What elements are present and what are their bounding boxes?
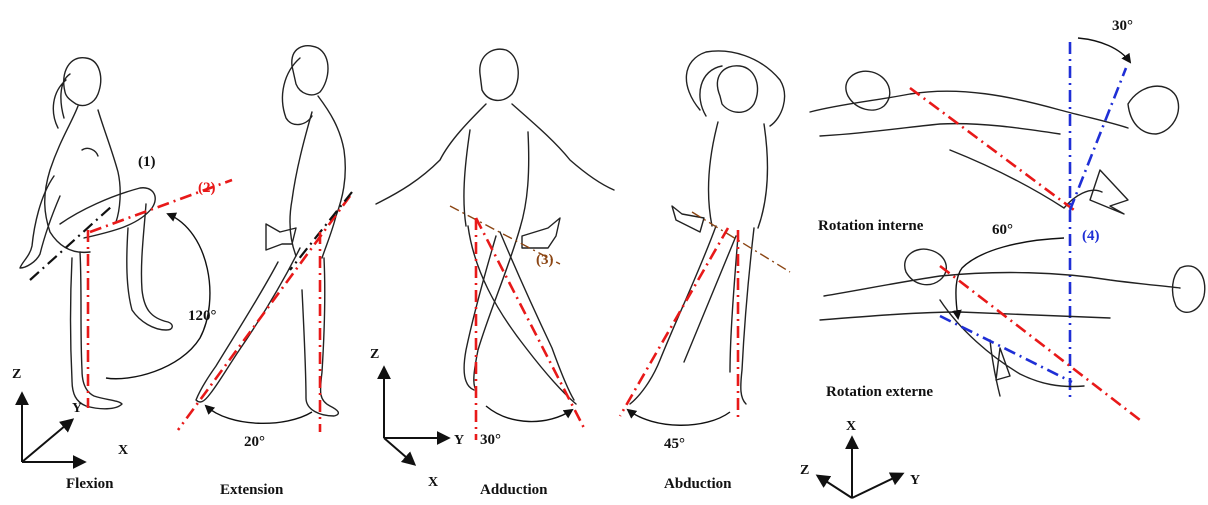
rotation-interne-caption: Rotation interne [818,218,924,234]
axis-frame-2-z: Z [370,347,379,362]
flexion-caption: Flexion [66,476,114,492]
adduction-angle: 30° [480,432,501,448]
flexion-marker-1: (1) [138,154,156,170]
rotation-externe-angle-arc [956,238,1064,318]
abduction-caption: Abduction [664,476,732,492]
rotation-externe-angle: 60° [992,222,1013,238]
flexion-figure [20,58,172,409]
adduction-leg-axis [476,218,584,428]
abduction-panel: 45° Abduction [620,51,790,492]
axis-frame-3-z: Z [800,463,809,478]
flexion-marker-2: (2) [198,180,216,196]
axis-frame-3-x: X [846,419,856,434]
axis-frame-2-x: X [428,475,438,490]
abduction-plane-line [692,212,790,272]
axis-frame-2: Z Y X [370,347,464,490]
extension-figure [196,46,345,416]
extension-caption: Extension [220,482,284,498]
rotation-externe-caption: Rotation externe [826,384,933,400]
abduction-figure [630,51,785,404]
rotation-interne-axis [910,88,1074,210]
rotation-externe-axis [940,266,1140,420]
rotation-marker-4: (4) [1082,228,1100,244]
axis-frame-3-y: Y [910,473,920,488]
axis-frame-3: X Z Y [800,419,920,498]
axis-frame-1-x: X [118,443,128,458]
rotation-interne-figure [810,71,1179,214]
rotation-panel: 30° (4) Rotation interne 60° Rotation ex… [810,18,1205,420]
adduction-marker-3: (3) [536,252,554,268]
extension-angle-arc [206,406,312,423]
abduction-angle: 45° [664,436,685,452]
flexion-panel: 120° (1) (2) Flexion [20,58,232,492]
axis-frame-1-y: Y [72,401,82,416]
adduction-figure [376,49,614,404]
extension-angle: 20° [244,434,265,450]
axis-frame-2-y: Y [454,433,464,448]
extension-panel: 20° Extension [178,46,352,498]
adduction-caption: Adduction [480,482,548,498]
flexion-angle: 120° [188,308,217,324]
adduction-panel: 30° (3) Adduction [376,49,614,498]
rotation-interne-angle-arc [1078,38,1130,62]
axis-frame-1: Z Y X [12,367,128,462]
rotation-externe-figure [820,249,1205,396]
rotation-interne-angle: 30° [1112,18,1133,34]
adduction-angle-arc [486,406,572,422]
abduction-leg-axis [620,228,728,416]
abduction-angle-arc [628,410,730,425]
flexion-angle-arc [106,214,210,379]
axis-frame-1-z: Z [12,367,21,382]
